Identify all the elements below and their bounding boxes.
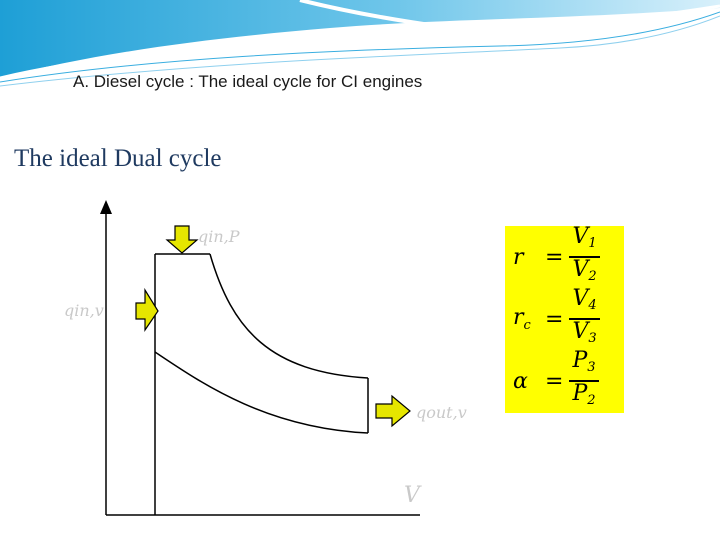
compression-ratio-equation: r = V1 V2 [513, 225, 617, 285]
slide-heading: A. Diesel cycle : The ideal cycle for CI… [73, 72, 423, 91]
heat-in-p-label: qin,P [198, 227, 240, 246]
heat-in-v-label: qin,v [64, 301, 104, 320]
heat-out-v-label: qout,v [416, 403, 467, 422]
slide-subtitle: The ideal Dual cycle [14, 145, 222, 172]
cutoff-ratio-equation: rc = V4 V3 [513, 287, 617, 347]
v-axis-label: V [404, 483, 422, 508]
pressure-ratio-equation: α = P3 P2 [513, 349, 617, 409]
heat-in-v-arrow [135, 287, 159, 332]
p-axis-arrow [100, 200, 112, 214]
expansion-curve [209, 253, 369, 379]
heat-out-v-arrow [375, 394, 411, 428]
compression-curve [154, 351, 369, 434]
heat-in-p-arrow [165, 225, 199, 254]
equation-box: r = V1 V2 rc = V4 V3 α = P3 P2 [505, 225, 624, 413]
slide-banner [0, 0, 720, 87]
